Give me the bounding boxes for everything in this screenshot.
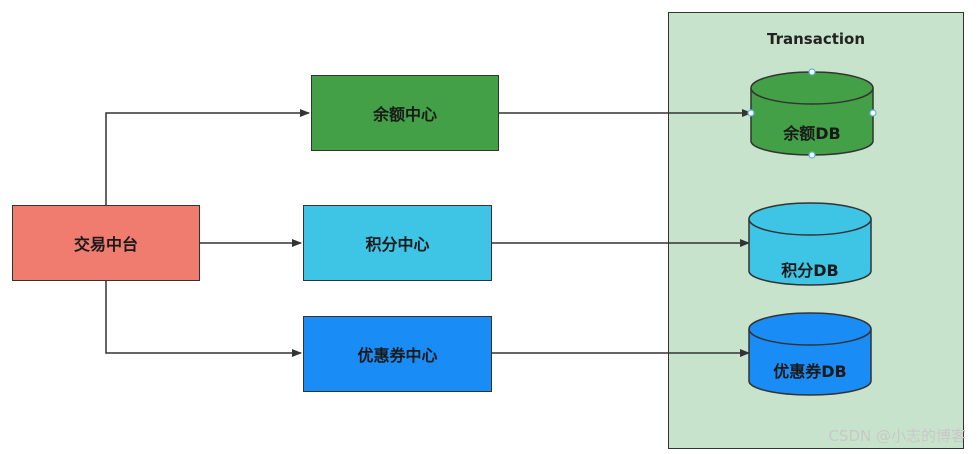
coupon-center-node[interactable]: 优惠券中心: [303, 316, 492, 392]
coupon-center-label: 优惠券中心: [357, 346, 438, 365]
selection-handle[interactable]: [808, 151, 816, 159]
selection-handle[interactable]: [808, 68, 816, 76]
edge-trade-to-balance: [105, 109, 310, 205]
edge-trade-to-coupon: [105, 281, 302, 357]
balance-center-label: 余额中心: [372, 105, 437, 124]
balance-db-cylinder[interactable]: [747, 68, 877, 159]
trade-platform-label: 交易中台: [73, 235, 138, 254]
points-db-label: 积分DB: [781, 261, 839, 280]
points-db-cylinder[interactable]: [748, 202, 872, 286]
watermark: CSDN @小志的博客: [828, 427, 966, 445]
transaction-title: Transaction: [766, 30, 866, 48]
trade-platform-node[interactable]: 交易中台: [12, 205, 200, 281]
coupon-db-label: 优惠券DB: [773, 362, 847, 381]
selection-handle[interactable]: [747, 109, 755, 117]
balance-db-label: 余额DB: [783, 124, 841, 143]
points-center-node[interactable]: 积分中心: [303, 205, 492, 281]
balance-center-node[interactable]: 余额中心: [311, 75, 499, 151]
selection-handle[interactable]: [869, 109, 877, 117]
points-center-label: 积分中心: [365, 235, 430, 254]
coupon-db-cylinder[interactable]: [748, 312, 872, 396]
